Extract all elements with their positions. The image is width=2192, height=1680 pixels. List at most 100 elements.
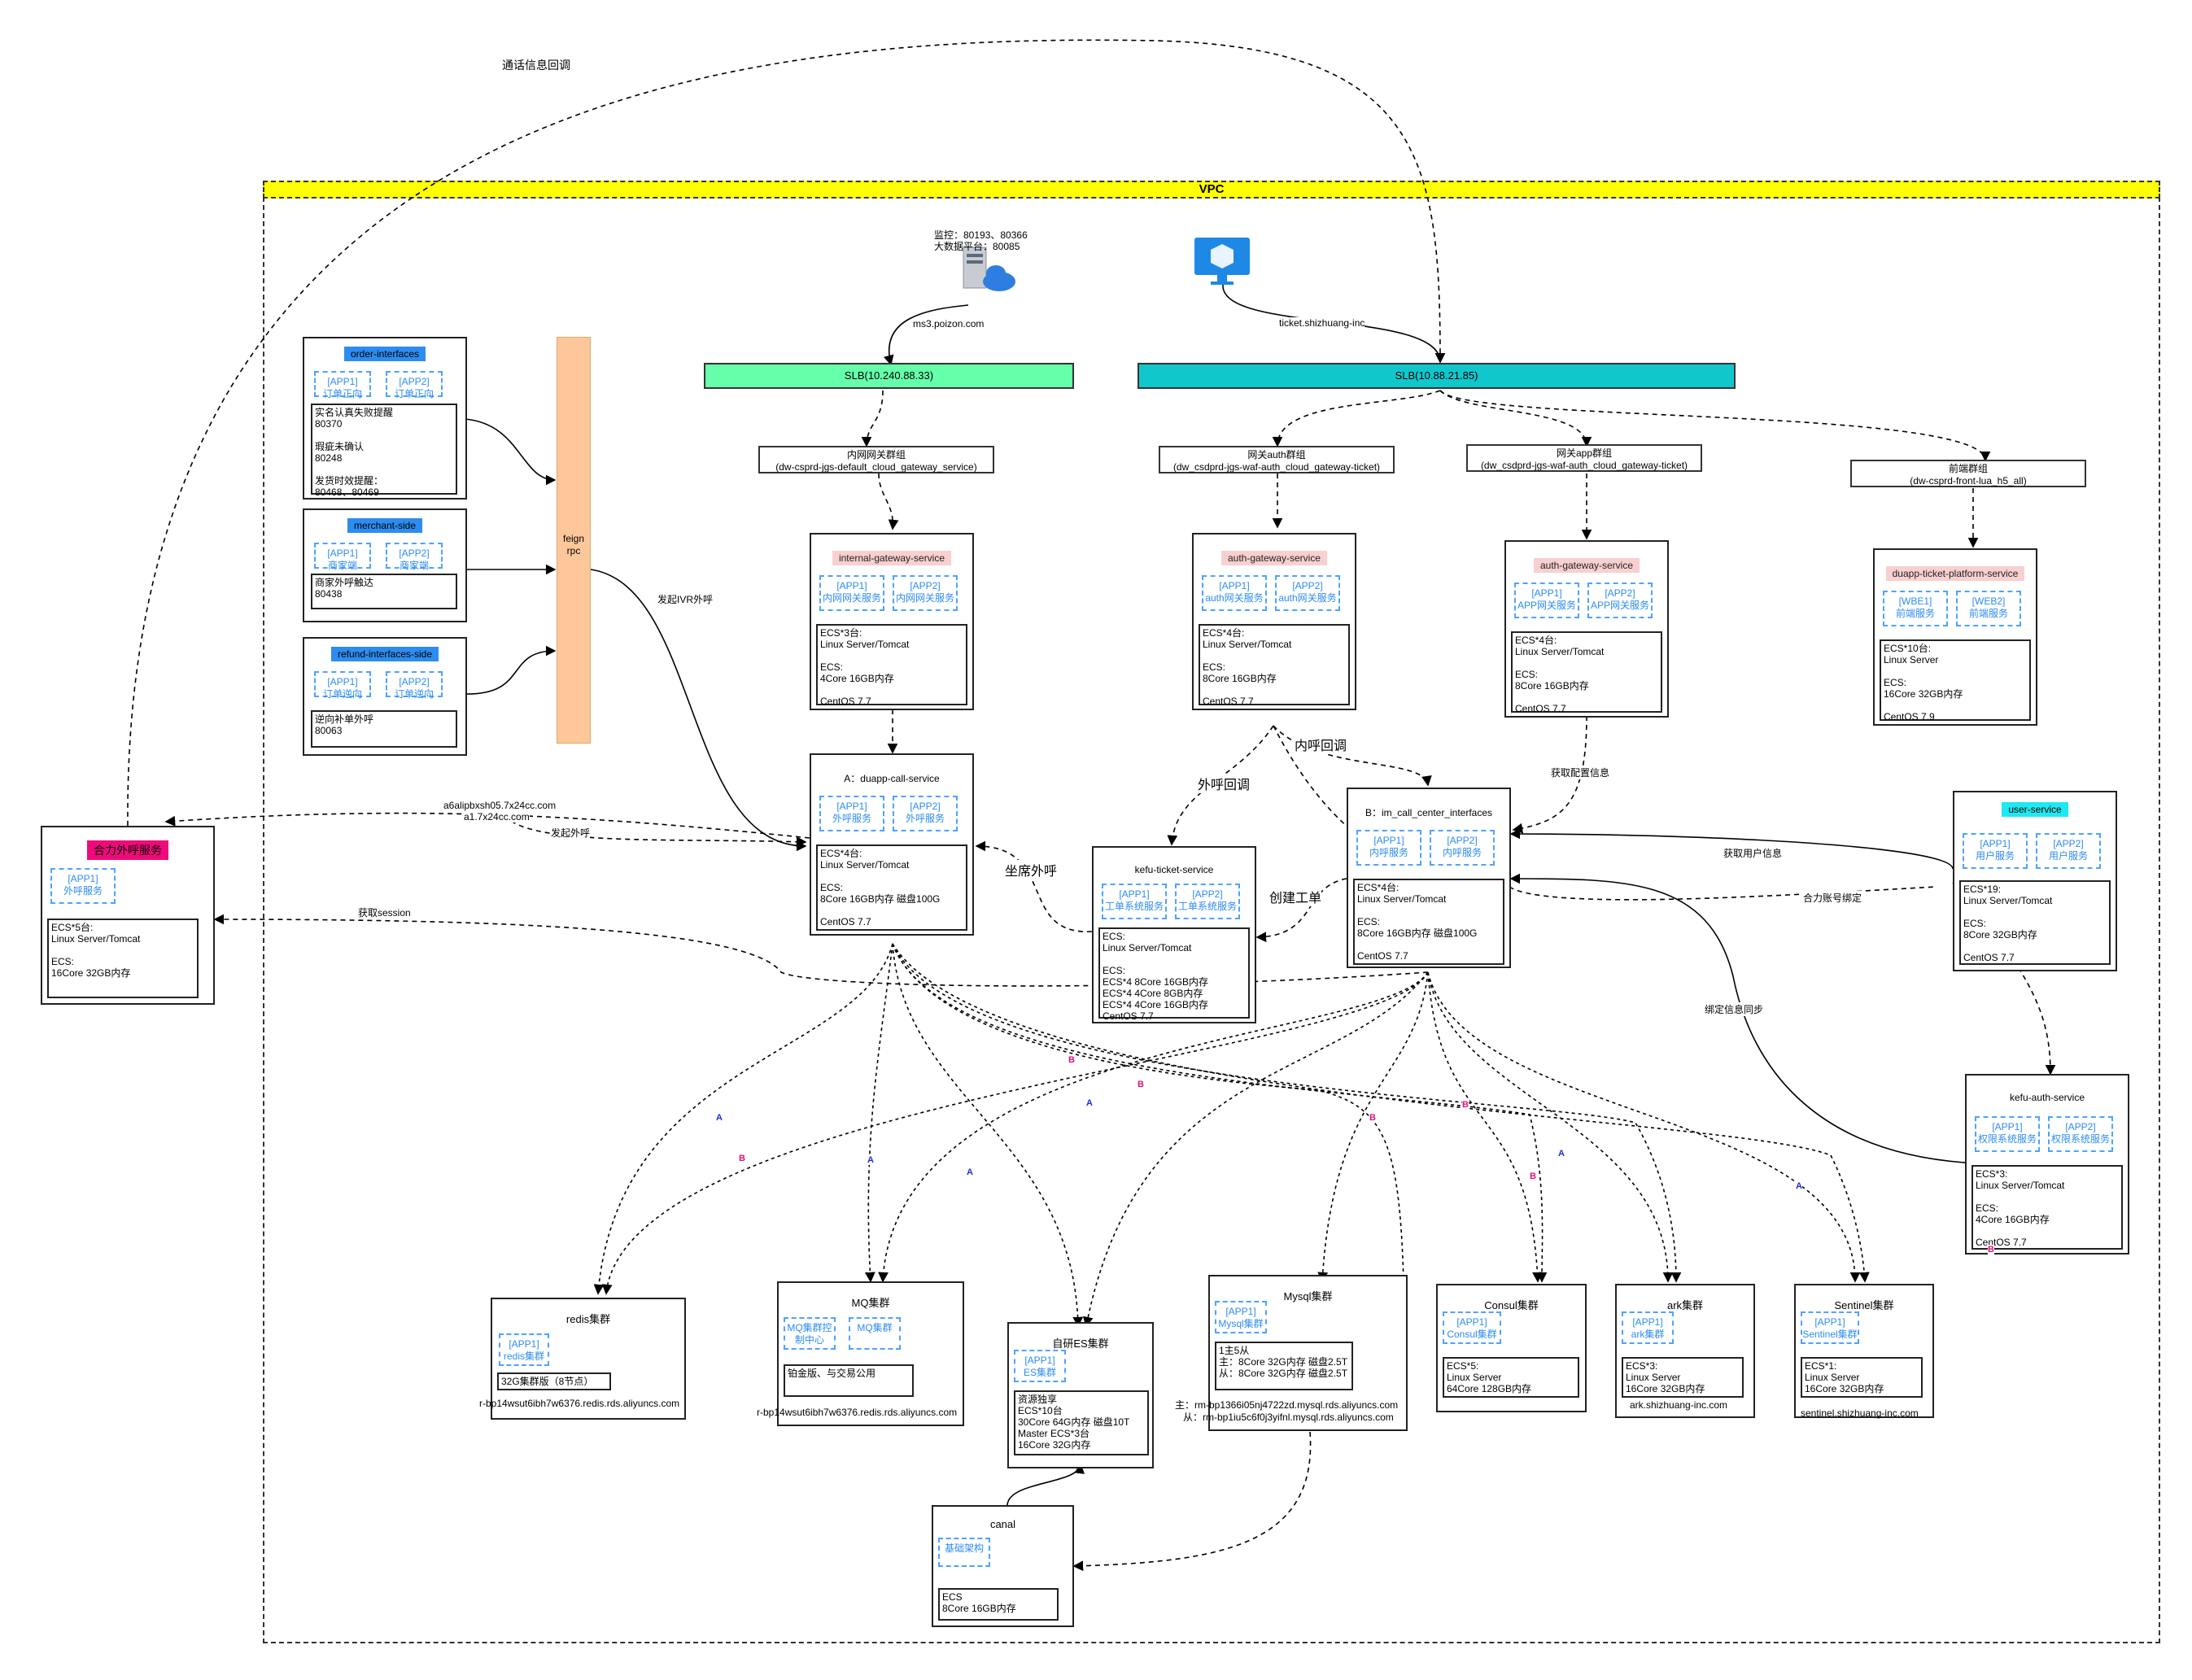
user-app2[interactable]: [APP2] 用户服务	[2036, 833, 2101, 869]
ark-cluster-box[interactable]: ark集群 [APP1] ark集群 ECS*3: Linux Server 1…	[1615, 1284, 1755, 1418]
auth-app1[interactable]: [APP1] auth网关服务	[1202, 575, 1267, 611]
app-gateway-app1[interactable]: [APP1] APP网关服务	[1514, 583, 1579, 618]
redis-cluster-box[interactable]: redis集群 [APP1] redis集群 32G集群版（8节点）	[491, 1298, 686, 1420]
internal-spec: ECS*3台: Linux Server/Tomcat ECS: 4Core 1…	[816, 624, 967, 707]
internal-gateway-box[interactable]: internal-gateway-service [APP1] 内网网关服务 […	[810, 533, 974, 710]
kefu-auth-spec: ECS*3: Linux Server/Tomcat ECS: 4Core 16…	[1971, 1165, 2123, 1250]
link-tag-b: B	[1137, 1080, 1144, 1089]
ark-app1[interactable]: [APP1] ark集群	[1622, 1311, 1674, 1344]
heli-app1[interactable]: [APP1] 外呼服务	[50, 868, 116, 904]
ark-host: ark.shizhuang-inc.com	[1630, 1399, 1728, 1411]
slb-internal[interactable]: SLB(10.240.88.33)	[704, 363, 1074, 389]
duapp-call-box[interactable]: A：duapp-call-service [APP1] 外呼服务 [APP2] …	[810, 753, 974, 936]
edge-label-outbound: 外呼回调	[1198, 774, 1251, 793]
duapp-app1[interactable]: [APP1] 外呼服务	[819, 796, 884, 831]
heli-chip: 合力外呼服务	[87, 840, 168, 860]
kefu-auth-app2[interactable]: [APP2] 权限系统服务	[2048, 1116, 2113, 1152]
vpc-header: VPC	[263, 181, 2160, 199]
monitor-cube-icon	[1193, 236, 1251, 286]
link-tag-b: B	[1068, 1055, 1075, 1065]
front-platform-box[interactable]: duapp-ticket-platform-service [WBE1] 前端服…	[1873, 548, 2037, 726]
ark-title: ark集群	[1666, 1299, 1704, 1311]
server-cloud-icon	[960, 244, 1017, 295]
front-app2[interactable]: [WEB2] 前端服务	[1956, 591, 2021, 626]
duapp-app2[interactable]: [APP2] 外呼服务	[893, 796, 958, 831]
mq-app1[interactable]: MQ集群控 制中心	[784, 1317, 836, 1350]
merchant-app1[interactable]: [APP1] 商家端	[314, 543, 371, 571]
mysql-host-slave: 从：rm-bp1iu5c6f0j3yifnl.mysql.rds.aliyunc…	[1183, 1412, 1394, 1423]
merchant-side-chip: merchant-side	[347, 518, 423, 533]
front-app1[interactable]: [WBE1] 前端服务	[1883, 591, 1948, 626]
sentinel-app1[interactable]: [APP1] Sentinel集群	[1801, 1311, 1859, 1344]
user-service-chip: user-service	[2002, 802, 2068, 817]
heli-call-box[interactable]: 合力外呼服务 [APP1] 外呼服务 ECS*5台: Linux Server/…	[41, 826, 215, 1005]
es-app1[interactable]: [APP1] ES集群	[1014, 1350, 1066, 1382]
kefu-auth-box[interactable]: kefu-auth-service [APP1] 权限系统服务 [APP2] 权…	[1965, 1074, 2129, 1255]
consul-app1[interactable]: [APP1] Consul集群	[1443, 1311, 1501, 1344]
edge-label-inbound: 内呼回调	[1295, 735, 1347, 754]
mysql-app1[interactable]: [APP1] Mysql集群	[1215, 1301, 1267, 1333]
app-gateway-app2[interactable]: [APP2] APP网关服务	[1587, 583, 1653, 618]
refund-app1[interactable]: [APP1] 订单逆向	[314, 671, 371, 700]
mysql-host-master: 主：rm-bp1366i05nj4722zd.mysql.rds.aliyunc…	[1175, 1399, 1399, 1411]
kefu-ticket-box[interactable]: kefu-ticket-service [APP1] 工单系统服务 [APP2]…	[1092, 846, 1256, 1023]
edge-label-ivr: 发起IVR外呼	[657, 592, 714, 606]
user-service-box[interactable]: user-service [APP1] 用户服务 [APP2] 用户服务 ECS…	[1953, 791, 2117, 971]
auth-gateway-box[interactable]: auth-gateway-service [APP1] auth网关服务 [AP…	[1192, 533, 1356, 710]
call-callback-label: 通话信息回调	[502, 57, 570, 73]
app-gateway-box[interactable]: auth-gateway-service [APP1] APP网关服务 [APP…	[1504, 540, 1669, 718]
canal-spec: ECS 8Core 16GB内存	[938, 1588, 1059, 1621]
canal-box[interactable]: canal 基础架构 ECS 8Core 16GB内存	[932, 1505, 1074, 1627]
mq-cluster-box[interactable]: MQ集群 MQ集群控 制中心 MQ集群 铂金版、与交易公用	[777, 1281, 964, 1426]
internal-gateway-chip: internal-gateway-service	[832, 551, 952, 565]
auth-app2[interactable]: [APP2] auth网关服务	[1275, 575, 1340, 611]
canal-app1[interactable]: 基础架构	[938, 1538, 990, 1567]
kefu-auth-app1[interactable]: [APP1] 权限系统服务	[1975, 1116, 2040, 1152]
link-tag-a: A	[1796, 1181, 1802, 1191]
edge-label-userinfo: 获取用户信息	[1723, 846, 1783, 860]
redis-app1[interactable]: [APP1] redis集群	[499, 1333, 549, 1366]
edge-label-bind-sync: 绑定信息同步	[1705, 1002, 1764, 1016]
consul-cluster-box[interactable]: Consul集群 [APP1] Consul集群 ECS*5: Linux Se…	[1436, 1284, 1587, 1412]
front-platform-chip: duapp-ticket-platform-service	[1885, 566, 2025, 581]
im-app2[interactable]: [APP2] 内呼服务	[1430, 830, 1495, 866]
group-front: 前端群组(dw-csprd-front-lua_h5_all)	[1850, 460, 2086, 487]
link-tag-b: B	[739, 1154, 745, 1163]
es-cluster-box[interactable]: 自研ES集群 [APP1] ES集群 资源独享 ECS*10台 30Core 6…	[1007, 1322, 1154, 1468]
edge-label-alipay1: a6alipbxsh05.7x24cc.com	[443, 800, 557, 811]
group-internal-gateway: 内网网关群组(dw-csprd-jgs-default_cloud_gatewa…	[758, 446, 994, 473]
kefu-ticket-app1[interactable]: [APP1] 工单系统服务	[1102, 884, 1167, 919]
im-spec: ECS*4台: Linux Server/Tomcat ECS: 8Core 1…	[1353, 879, 1504, 965]
refund-side-box[interactable]: refund-interfaces-side [APP1] 订单逆向 [APP2…	[303, 637, 467, 756]
mysql-cluster-box[interactable]: Mysql集群 [APP1] Mysql集群 1主5从 主：8Core 32G内…	[1208, 1275, 1408, 1431]
kefu-ticket-title: kefu-ticket-service	[1134, 864, 1214, 875]
edge-label-call-out: 发起外呼	[551, 826, 591, 840]
link-tag-a: A	[716, 1113, 723, 1123]
slb-public[interactable]: SLB(10.88.21.85)	[1137, 363, 1736, 389]
sentinel-cluster-box[interactable]: Sentinel集群 [APP1] Sentinel集群 ECS*1: Linu…	[1794, 1284, 1934, 1419]
merchant-spec: 商家外呼触达 80438	[311, 574, 457, 609]
mq-app2[interactable]: MQ集群	[849, 1317, 901, 1350]
order-app1[interactable]: [APP1] 订单正向	[314, 371, 371, 399]
front-spec: ECS*10台: Linux Server ECS: 16Core 32GB内存…	[1880, 639, 2031, 722]
vpc-label: VPC	[1199, 182, 1225, 196]
merchant-side-box[interactable]: merchant-side [APP1] 商家端 [APP2] 商家端 商家外呼…	[303, 508, 467, 622]
kefu-ticket-app2[interactable]: [APP2] 工单系统服务	[1175, 884, 1240, 919]
internal-app2[interactable]: [APP2] 内网网关服务	[893, 575, 958, 611]
internal-app1[interactable]: [APP1] 内网网关服务	[819, 575, 884, 611]
heli-spec: ECS*5台: Linux Server/Tomcat ECS: 16Core …	[47, 919, 199, 998]
im-call-box[interactable]: B：im_call_center_interfaces [APP1] 内呼服务 …	[1347, 788, 1511, 968]
link-tag-b: B	[1988, 1245, 1994, 1255]
im-call-title: B：im_call_center_interfaces	[1365, 807, 1493, 818]
merchant-app2[interactable]: [APP2] 商家端	[386, 543, 443, 571]
refund-app2[interactable]: [APP2] 订单逆向	[386, 671, 443, 700]
link-tag-b: B	[1462, 1100, 1469, 1110]
order-app2[interactable]: [APP2] 订单正向	[386, 371, 443, 399]
im-app1[interactable]: [APP1] 内呼服务	[1356, 830, 1421, 866]
app-gateway-spec: ECS*4台: Linux Server/Tomcat ECS: 8Core 1…	[1511, 631, 1662, 714]
redis-spec: 32G集群版（8节点）	[497, 1372, 611, 1390]
user-app1[interactable]: [APP1] 用户服务	[1963, 833, 2028, 869]
edge-label-ticket: ticket.shizhuang-inc	[1279, 317, 1365, 329]
order-spec: 实名认真失败提醒 80370 瑕疵未确认 80248 发货时效提醒： 80468…	[311, 404, 457, 498]
order-interfaces-box[interactable]: order-interfaces [APP1] 订单正向 [APP2] 订单正向…	[303, 337, 467, 500]
